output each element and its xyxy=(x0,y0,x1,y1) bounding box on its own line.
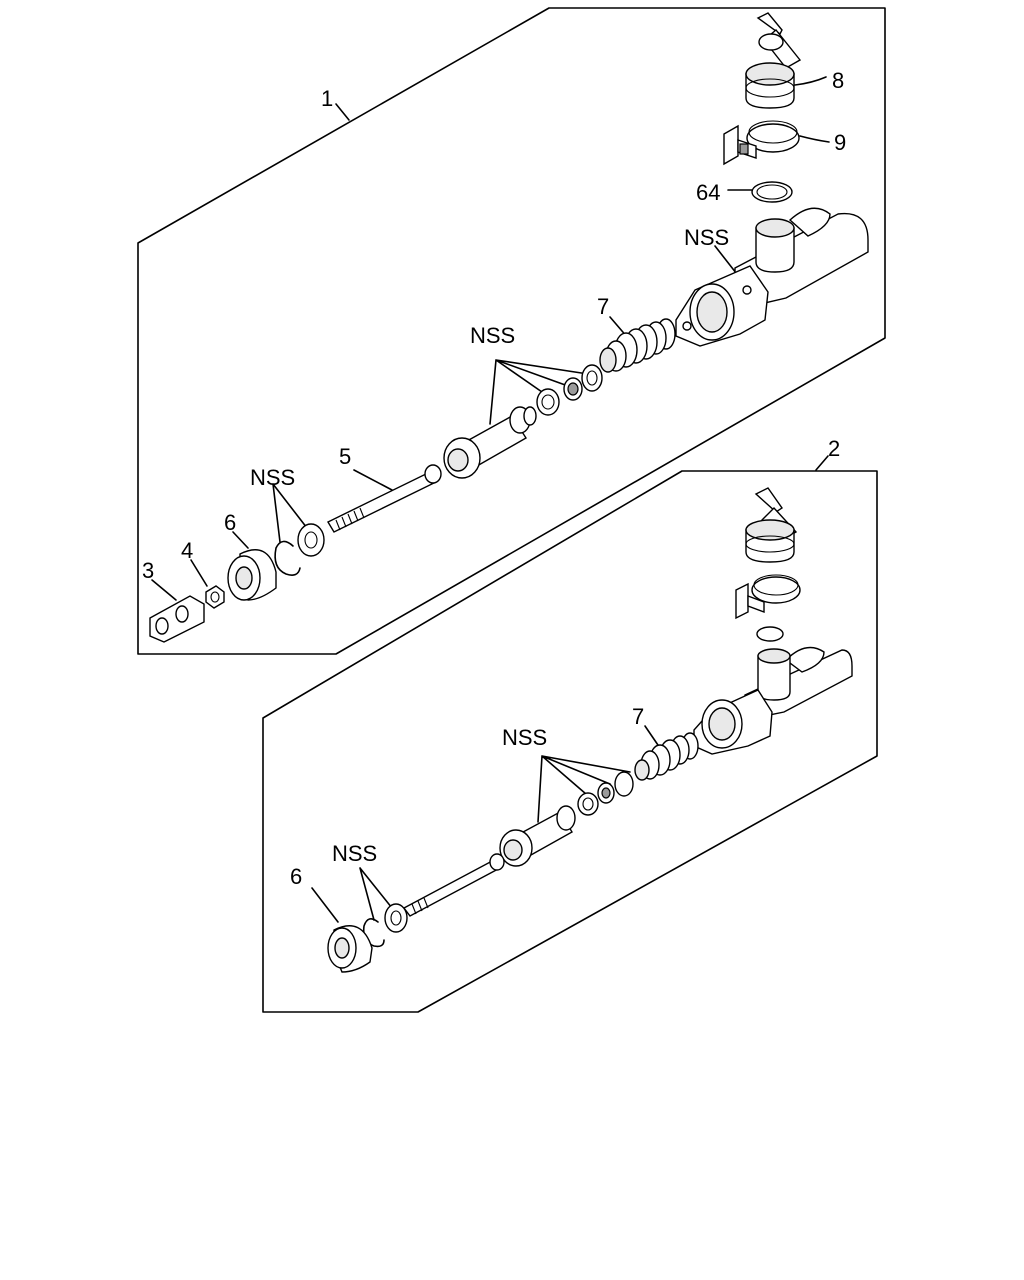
part-5-tie-rod xyxy=(327,464,442,533)
callout-64: 64 xyxy=(696,180,720,205)
leader-4 xyxy=(190,559,208,587)
assembly-2-group: 2 7 NSS NSS 6 xyxy=(262,436,878,1013)
part-4-nut xyxy=(205,585,225,609)
part-3-bracket xyxy=(149,595,205,643)
part-9b-clamp xyxy=(735,574,801,620)
leader-nss-ring-b xyxy=(359,867,393,921)
nss-seal-rings xyxy=(536,364,603,416)
callout-nss-housing: NSS xyxy=(684,225,729,250)
leader-nss-seals-b xyxy=(537,755,631,823)
part-6b-bushing xyxy=(327,925,373,973)
leader-6 xyxy=(232,531,249,549)
callout-6b: 6 xyxy=(290,864,302,889)
callout-nss-ring: NSS xyxy=(250,465,295,490)
leader-3 xyxy=(151,579,177,601)
callout-3: 3 xyxy=(142,558,154,583)
part-64b-o-ring xyxy=(756,626,784,642)
leader-1 xyxy=(335,103,350,121)
callout-2: 2 xyxy=(828,436,840,461)
callout-7b: 7 xyxy=(632,704,644,729)
leader-6b xyxy=(311,887,339,923)
leader-2 xyxy=(815,455,829,471)
leader-nss-ring xyxy=(272,483,308,543)
nss-bearing-and-snap-ring xyxy=(274,523,325,576)
nss-seal-rings-b xyxy=(577,771,634,816)
callout-5: 5 xyxy=(339,444,351,469)
callout-nss-seals: NSS xyxy=(470,323,515,348)
callout-1: 1 xyxy=(321,86,333,111)
leader-5 xyxy=(353,469,393,491)
part-5b-tie-rod xyxy=(402,853,505,917)
assembly-1-group: 1 8 9 64 NSS 7 NSS 5 NSS 6 4 3 xyxy=(137,7,886,655)
assembly-1-frame xyxy=(137,7,886,655)
part-8b-hose-boot xyxy=(745,487,798,563)
leader-7b xyxy=(644,725,661,749)
callout-8: 8 xyxy=(832,68,844,93)
callout-4: 4 xyxy=(181,538,193,563)
assembly-2-frame xyxy=(262,470,878,1013)
callout-nss-seals-b: NSS xyxy=(502,725,547,750)
steering-gear-housing xyxy=(675,207,869,347)
leader-9 xyxy=(799,135,830,143)
part-8-hose-boot xyxy=(745,12,802,109)
leader-nss-seals xyxy=(489,359,589,425)
callout-9: 9 xyxy=(834,130,846,155)
part-6-bushing xyxy=(227,549,277,601)
callout-nss-ring-b: NSS xyxy=(332,841,377,866)
nss-bearing-and-snap-ring-b xyxy=(362,903,408,948)
rack-tube-b xyxy=(499,805,576,867)
part-9-clamp xyxy=(723,120,800,166)
steering-gear-housing-b xyxy=(693,646,853,755)
rack-tube xyxy=(443,406,537,479)
callout-6: 6 xyxy=(224,510,236,535)
leader-8 xyxy=(794,76,827,86)
part-7-bellows-boot xyxy=(599,318,676,373)
callout-7: 7 xyxy=(597,294,609,319)
part-7b-bellows-boot xyxy=(634,732,699,781)
